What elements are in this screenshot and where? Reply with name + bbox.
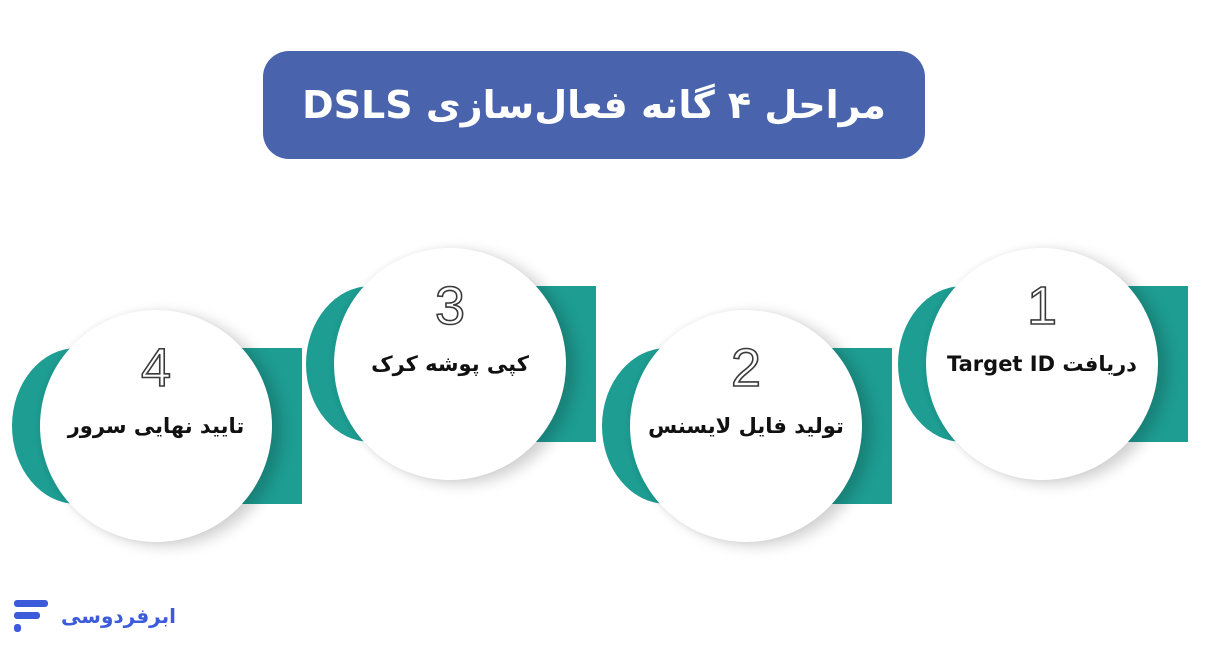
step-1: 1 دریافت Target ID xyxy=(898,248,1188,480)
step-1-label: دریافت Target ID xyxy=(947,352,1137,376)
step-2-label: تولید فایل لایسنس xyxy=(648,414,844,438)
step-3-circle xyxy=(334,248,566,480)
step-3-label: کپی پوشه کرک xyxy=(371,352,529,376)
step-1-number: 1 xyxy=(1026,275,1058,337)
page-title: مراحل ۴ گانه فعال‌سازی DSLS xyxy=(302,83,886,127)
step-3: 3 کپی پوشه کرک xyxy=(306,248,596,480)
logo-icon xyxy=(14,600,50,636)
step-4-circle xyxy=(40,310,272,542)
step-4-label: تایید نهایی سرور xyxy=(67,414,245,438)
title-banner: مراحل ۴ گانه فعال‌سازی DSLS xyxy=(263,51,925,159)
logo-text: ابرفردوسی xyxy=(61,604,176,628)
brand-logo[interactable]: ابرفردوسی xyxy=(14,598,176,640)
step-2: 2 تولید فایل لایسنس xyxy=(602,310,892,542)
step-4-number: 4 xyxy=(140,337,172,399)
step-1-circle xyxy=(926,248,1158,480)
step-3-number: 3 xyxy=(434,275,466,337)
step-2-circle xyxy=(630,310,862,542)
step-2-number: 2 xyxy=(730,337,762,399)
step-4: 4 تایید نهایی سرور xyxy=(12,310,302,542)
